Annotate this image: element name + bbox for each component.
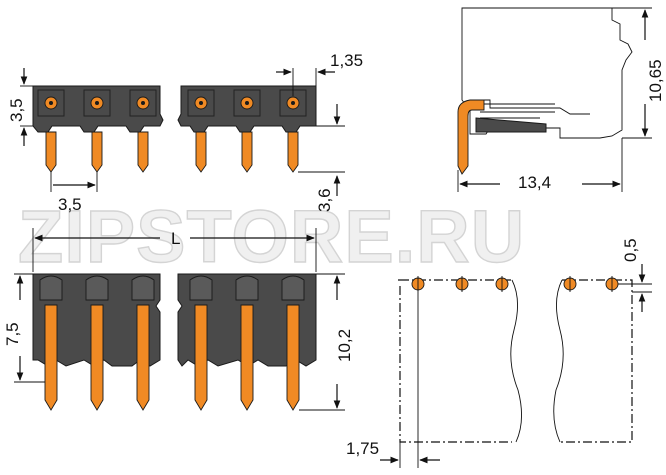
dim-pitch: 3,5 — [58, 195, 82, 214]
front-view: L 7,5 10,2 — [3, 228, 354, 411]
side-angled-pin — [457, 99, 485, 175]
side-outline — [461, 7, 633, 139]
dim-height-side: 10,65 — [646, 59, 665, 102]
front-contact-heads — [39, 275, 305, 301]
dim-pin-height-top: 3,5 — [7, 98, 26, 122]
side-view: 10,65 13,4 — [457, 7, 665, 192]
dim-length-label: L — [171, 229, 180, 248]
dim-pin-length-front: 10,2 — [335, 329, 354, 362]
footprint-right-outline — [560, 279, 633, 443]
dim-edge-offset: 0,5 — [621, 238, 640, 262]
dim-overall-depth: 13,4 — [518, 173, 551, 192]
footprint-view: 0,5 1,75 — [346, 238, 652, 468]
watermark-text: ZIPSTORE.RU — [18, 195, 525, 278]
top-contacts — [44, 96, 300, 110]
dim-pin-extension: 3,6 — [315, 188, 334, 212]
dim-clip-height: 7,5 — [3, 322, 22, 346]
front-pins — [44, 304, 300, 411]
footprint-holes — [411, 276, 619, 292]
side-housing-base — [475, 117, 547, 133]
top-view: 3,5 3,5 1,35 3,6 — [7, 51, 363, 214]
footprint-left-break — [510, 279, 522, 443]
top-pins — [45, 131, 299, 173]
dim-edge-spacing: 1,75 — [346, 439, 379, 458]
footprint-left-outline — [398, 279, 512, 443]
dim-offset-right: 1,35 — [330, 51, 363, 70]
footprint-right-break — [553, 279, 564, 443]
